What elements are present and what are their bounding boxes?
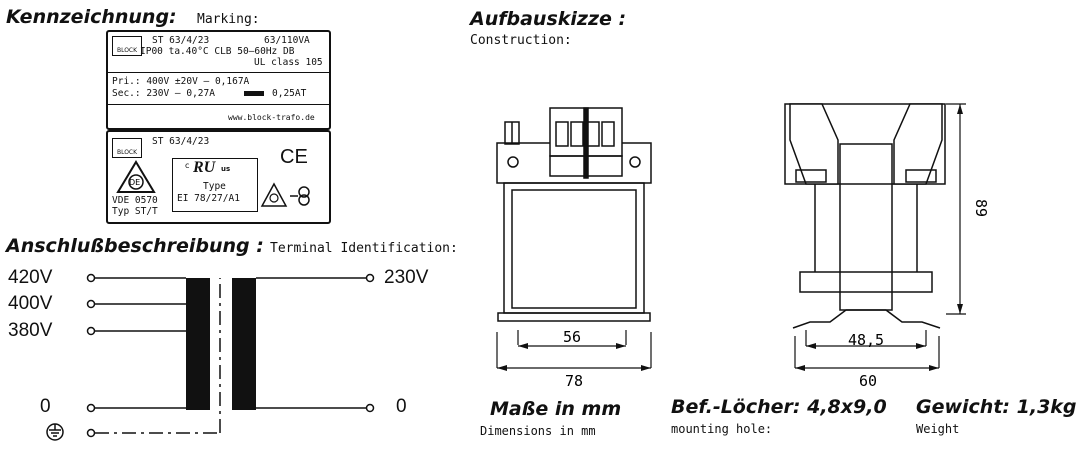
label2-vde: VDE 0570 xyxy=(112,195,158,206)
terminal-left-380: 380V xyxy=(8,320,53,341)
marking-label-1: BLOCK ST 63/4/23 63/110VA IP00 ta.40°C C… xyxy=(106,30,331,130)
front-dim-78: 78 xyxy=(565,372,583,390)
marking-subtitle: Marking: xyxy=(197,12,260,27)
front-dimensions xyxy=(496,330,652,369)
fuse-icon xyxy=(244,91,264,96)
label1-url: www.block-trafo.de xyxy=(228,113,315,122)
label1-divider-2 xyxy=(108,104,329,105)
construction-subtitle: Construction: xyxy=(470,33,572,48)
secondary-winding-core xyxy=(232,278,256,410)
label1-divider xyxy=(108,72,329,73)
footer-dimensions: Dimensions in mm xyxy=(480,424,596,438)
block-logo-2: BLOCK xyxy=(112,138,142,158)
terminal-left-0: 0 xyxy=(40,396,51,417)
marking-label-2: BLOCK ST 63/4/23 CE DE VDE 0570 Typ ST/T… xyxy=(106,130,331,224)
terminal-left-420: 420V xyxy=(8,267,53,288)
earth-ground-icon xyxy=(46,423,64,441)
footer-weight: Weight xyxy=(916,422,960,436)
ul-type-label: Type xyxy=(203,181,226,192)
side-dim-48-5: 48,5 xyxy=(848,331,884,349)
terminal-left-400: 400V xyxy=(8,293,53,314)
label2-model: ST 63/4/23 xyxy=(152,136,210,147)
side-dim-arrows xyxy=(795,104,963,371)
side-dim-89: 89 xyxy=(972,199,990,217)
side-dimensions xyxy=(794,103,966,369)
construction-title: Aufbauskizze : xyxy=(470,8,627,30)
label1-line3: UL class 105 xyxy=(254,57,323,68)
ul-logo-icon: RU xyxy=(193,159,216,176)
terminal-title: Anschlußbeschreibung : xyxy=(6,235,264,257)
front-view xyxy=(496,107,652,322)
footer-gewicht: Gewicht: 1,3kg xyxy=(916,396,1077,418)
footer-mounting: mounting hole: xyxy=(671,422,773,436)
front-dim-56: 56 xyxy=(563,328,581,346)
label2-typ: Typ ST/T xyxy=(112,206,158,217)
ul-type-value: EI 78/27/A1 xyxy=(177,193,240,204)
label1-line2: IP00 ta.40°C CLB 50–60Hz DB xyxy=(140,46,295,57)
primary-winding-core xyxy=(186,278,210,410)
label1-rating: 63/110VA xyxy=(264,35,310,46)
svg-text:DE: DE xyxy=(129,178,140,187)
block-logo: BLOCK xyxy=(112,36,142,56)
label1-sec: Sec.: 230V – 0,27A xyxy=(112,88,215,99)
front-dim-arrows xyxy=(497,343,651,371)
ul-us: us xyxy=(221,165,231,173)
footer-masse: Maße in mm xyxy=(490,398,622,420)
footer-bef: Bef.-Löcher: 4,8x9,0 xyxy=(671,396,887,418)
marking-title: Kennzeichnung: xyxy=(6,6,177,28)
label1-fuse: 0,25AT xyxy=(272,88,307,99)
vde-triangle-icon: DE xyxy=(116,160,156,193)
terminal-subtitle: Terminal Identification: xyxy=(270,241,458,256)
ul-box: c RU us Type EI 78/27/A1 xyxy=(172,158,258,212)
ul-c: c xyxy=(185,161,190,170)
ce-mark-icon: CE xyxy=(280,146,308,168)
safety-transformer-icon xyxy=(260,182,310,207)
label1-model: ST 63/4/23 xyxy=(152,35,210,46)
side-dim-60: 60 xyxy=(859,372,877,390)
side-view xyxy=(784,103,946,329)
terminal-right-0: 0 xyxy=(396,396,407,417)
label1-pri: Pri.: 400V ±20V – 0,167A xyxy=(112,76,250,87)
terminal-right-230: 230V xyxy=(384,267,429,288)
